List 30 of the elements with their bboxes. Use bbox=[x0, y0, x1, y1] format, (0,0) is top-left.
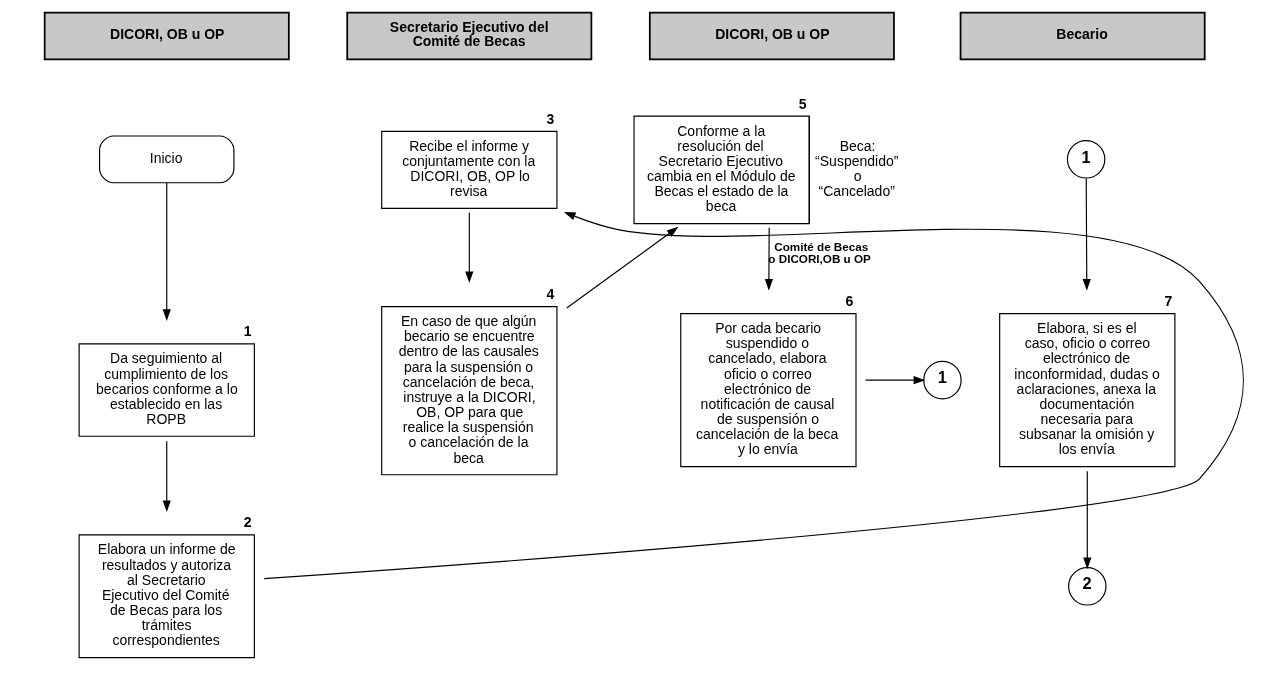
node-box: DICORI, OB u OP bbox=[648, 11, 895, 61]
node-box: Secretario Ejecutivo del Comité de Becas bbox=[346, 11, 593, 61]
node-label: Beca: “Suspendido” o “Cancelado” bbox=[815, 137, 899, 200]
node-label: 7 bbox=[1164, 293, 1173, 310]
node-box: Becario bbox=[959, 11, 1206, 61]
arrow bbox=[1082, 177, 1091, 291]
node-circle: 1 bbox=[1066, 140, 1106, 179]
node-box: Por cada becario suspendido o cancelado, elabora oficio o correo electrónico de notificación de causal de suspensión o cancelación de la beca y lo envía bbox=[680, 312, 857, 468]
arrow bbox=[263, 211, 1244, 580]
node-label: 5 bbox=[798, 95, 807, 112]
node-box: DICORI, OB u OP bbox=[43, 11, 290, 61]
node-label: 6 bbox=[845, 293, 854, 310]
arrow bbox=[465, 212, 474, 284]
arrow bbox=[566, 226, 679, 309]
arrow bbox=[865, 376, 926, 385]
node-circle: 2 bbox=[1068, 567, 1107, 606]
arrow bbox=[162, 182, 171, 321]
node-box: Elabora, si es el caso, oficio o correo electrónico de inconformidad, dudas o aclaraciones, anexa la documentación necesaria para subsanar la omisión y los envía bbox=[999, 312, 1176, 468]
node-label: 3 bbox=[546, 110, 555, 127]
node-circle: 1 bbox=[923, 360, 962, 400]
node-box: Inicio bbox=[99, 135, 235, 184]
node-label: 4 bbox=[546, 286, 555, 303]
node-box: Recibe el informe y conjuntamente con la DICORI, OB, OP lo revisa bbox=[381, 130, 558, 209]
node-box: En caso de que algún becario se encuentre dentro de las causales para la suspensión o cancelación de beca, instruye a la DICORI, OB, OP para que realice la suspensión o cancelación de la beca bbox=[381, 305, 558, 476]
node-box: Da seguimiento al cumplimiento de los becarios conforme a lo establecido en las ROPB bbox=[78, 343, 255, 437]
node-label: 1 bbox=[243, 323, 252, 340]
arrow bbox=[162, 440, 171, 513]
node-label: 2 bbox=[243, 514, 252, 531]
node-box: Elabora un informe de resultados y autoriza al Secretario Ejecutivo del Comité de Becas para los trámites correspondientes bbox=[78, 534, 255, 659]
arrow bbox=[1083, 470, 1092, 570]
